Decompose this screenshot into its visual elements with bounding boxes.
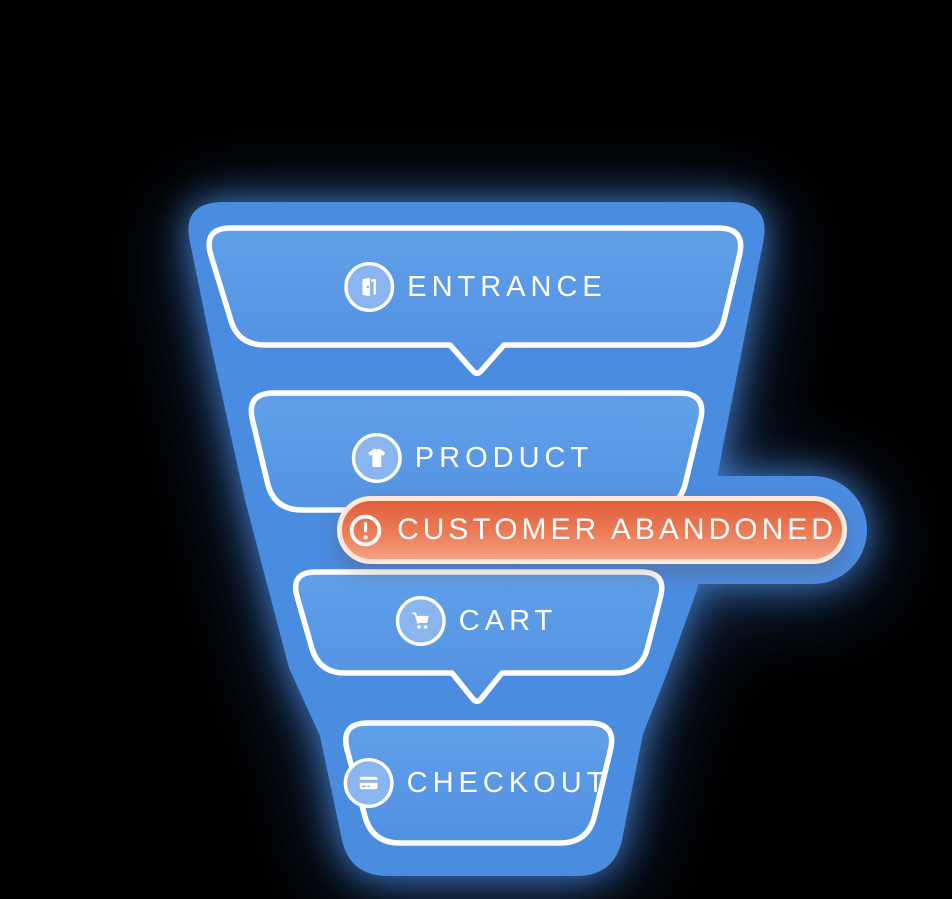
stage-shape-cart [292,569,665,704]
shopping-cart-icon [395,596,446,646]
stage-shape-checkout [343,720,615,846]
customer-abandoned-label: CUSTOMER ABANDONED [397,513,837,546]
stage-label-checkout: CHECKOUT [406,766,610,799]
stage-label-entrance: ENTRANCE [407,270,607,303]
stage-row-product: PRODUCT [351,432,593,484]
tshirt-icon [351,433,402,483]
stage-label-cart: CART [458,604,558,637]
stage-row-cart: CART [395,595,557,647]
stage-row-entrance: ENTRANCE [343,261,607,313]
stage-row-checkout: CHECKOUT [343,757,610,809]
customer-abandoned-badge: CUSTOMER ABANDONED [337,496,847,564]
stage-shape-entrance [206,225,744,376]
door-open-icon [344,262,395,312]
credit-card-icon [343,758,394,808]
alert-icon [349,514,382,546]
stage-label-product: PRODUCT [414,441,594,474]
